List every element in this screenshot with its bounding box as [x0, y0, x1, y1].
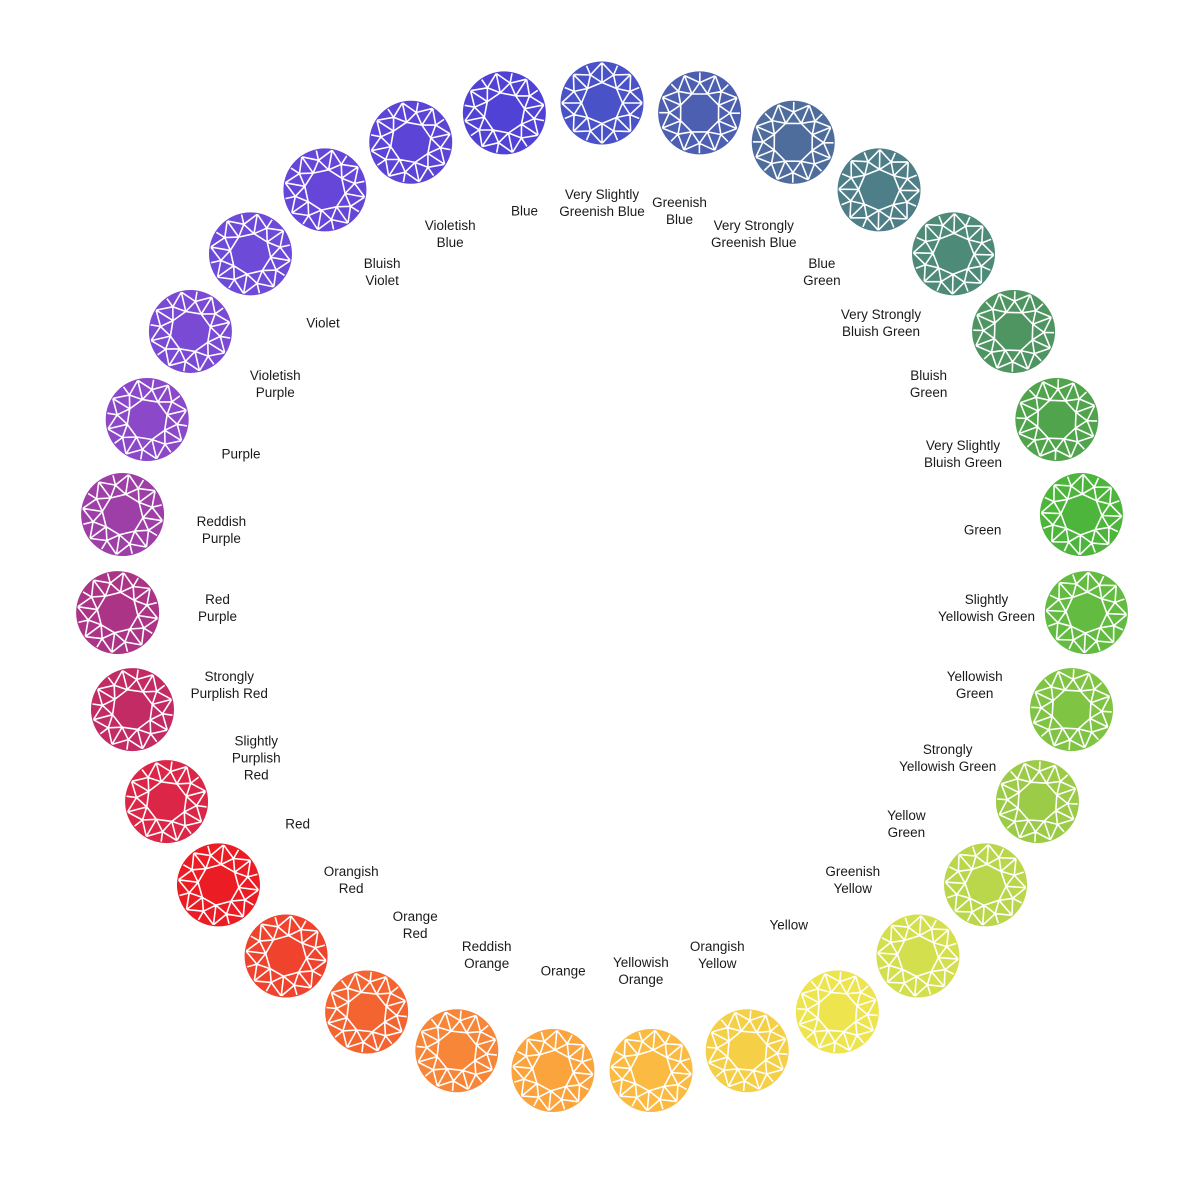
red-label: Red	[285, 816, 310, 832]
red-purple-label: Red Purple	[197, 591, 238, 624]
gem-facets	[610, 1029, 692, 1112]
violetish-purple-label: Violetish Purple	[249, 368, 301, 401]
violetish-purple-gem	[148, 289, 232, 373]
very-slightly-greenish-blue-label: Very Slightly Greenish Blue	[559, 187, 645, 219]
red-purple-gem	[76, 571, 160, 655]
orangish-yellow-gem	[705, 1009, 789, 1093]
gem-facets	[1045, 571, 1128, 654]
gem-facets	[150, 291, 231, 372]
gem-facets	[77, 571, 159, 654]
yellowish-green-label: Yellowish Green	[946, 668, 1003, 701]
gem-facets	[107, 379, 188, 460]
red-gem	[176, 843, 260, 927]
blue-gem	[462, 71, 546, 155]
strongly-purplish-red-gem	[90, 668, 174, 752]
reddish-orange-gem	[415, 1009, 499, 1093]
gem-facets	[912, 212, 995, 295]
violetish-blue-gem	[369, 100, 453, 184]
gem-facets	[838, 149, 920, 231]
gem-facets	[464, 72, 545, 154]
gem-facets	[370, 102, 451, 183]
yellowish-orange-label: Yellowish Orange	[612, 955, 669, 987]
slightly-purplish-red-label: Slightly Purplish Red	[231, 733, 281, 783]
very-slightly-bluish-green-label: Very Slightly Bluish Green	[923, 438, 1003, 471]
greenish-blue-gem	[658, 71, 742, 155]
very-strongly-bluish-green-gem	[912, 212, 996, 296]
orangish-red-gem	[244, 914, 328, 998]
strongly-yellowish-green-gem	[995, 760, 1079, 844]
gem-facets	[210, 213, 291, 295]
bluish-violet-label: Bluish Violet	[363, 256, 401, 288]
yellow-green-gem	[944, 843, 1028, 927]
violetish-blue-label: Violetish Blue	[424, 218, 476, 251]
gem-facets	[561, 62, 643, 144]
gem-facets	[752, 101, 834, 183]
gem-facets	[1040, 473, 1123, 556]
violet-label: Violet	[306, 315, 340, 331]
blue-green-label: Blue Green	[803, 256, 841, 288]
gem-facets	[416, 1010, 498, 1091]
gem-facets	[92, 669, 173, 750]
reddish-purple-gem	[81, 473, 165, 557]
green-gem	[1039, 473, 1123, 557]
gem-facets	[284, 149, 366, 231]
violet-gem	[208, 212, 292, 296]
gem-facets	[1031, 669, 1112, 750]
gem-facets	[659, 72, 741, 154]
orangish-yellow-label: Orangish Yellow	[689, 939, 745, 972]
very-strongly-bluish-green-label: Very Strongly Bluish Green	[840, 306, 922, 339]
gem-facets	[512, 1029, 594, 1112]
slightly-yellowish-green-gem	[1044, 571, 1128, 655]
strongly-purplish-red-label: Strongly Purplish Red	[190, 668, 268, 701]
reddish-purple-label: Reddish Purple	[196, 513, 247, 546]
gem-facets	[326, 971, 407, 1053]
very-strongly-greenish-blue-gem	[751, 100, 835, 184]
slightly-yellowish-green-label: Slightly Yellowish Green	[937, 591, 1036, 624]
very-slightly-bluish-green-gem	[1015, 378, 1099, 462]
gem-facets	[245, 915, 327, 997]
bluish-green-gem	[972, 289, 1056, 373]
purple-gem	[105, 378, 189, 462]
gem-facets	[706, 1010, 788, 1092]
blue-label: Blue	[510, 203, 539, 219]
gem-facets	[797, 971, 878, 1053]
gem-facets	[1016, 379, 1098, 460]
gem-facets	[877, 915, 959, 997]
reddish-orange-label: Reddish Orange	[461, 939, 512, 972]
slightly-purplish-red-gem	[125, 760, 209, 844]
gem-facets	[177, 844, 260, 926]
orange-label: Orange	[540, 963, 586, 979]
bluish-green-label: Bluish Green	[909, 368, 948, 401]
yellowish-green-gem	[1030, 668, 1114, 752]
strongly-yellowish-green-label: Strongly Yellowish Green	[899, 741, 997, 774]
orange-red-label: Orange Red	[392, 908, 438, 941]
gem-facets	[82, 473, 164, 556]
very-strongly-greenish-blue-label: Very Strongly Greenish Blue	[711, 218, 797, 251]
gem-facets	[997, 761, 1078, 842]
yellow-green-label: Yellow Green	[887, 807, 926, 840]
orangish-red-label: Orangish Red	[323, 864, 379, 897]
greenish-blue-label: Greenish Blue	[652, 194, 707, 227]
orange-gem	[511, 1029, 595, 1113]
gem-facets	[944, 844, 1027, 926]
greenish-yellow-gem	[876, 914, 960, 998]
orange-red-gem	[325, 970, 409, 1054]
yellow-gem	[795, 970, 879, 1054]
gem-facets	[973, 291, 1055, 372]
yellow-label: Yellow	[769, 917, 809, 933]
greenish-yellow-label: Greenish Yellow	[825, 864, 881, 897]
green-label: Green	[963, 522, 1002, 538]
purple-label: Purple	[221, 446, 261, 462]
yellowish-orange-gem	[609, 1029, 693, 1113]
blue-green-gem	[837, 148, 921, 232]
bluish-violet-gem	[283, 148, 367, 232]
very-slightly-greenish-blue-gem	[560, 61, 644, 145]
gem-facets	[126, 761, 207, 842]
